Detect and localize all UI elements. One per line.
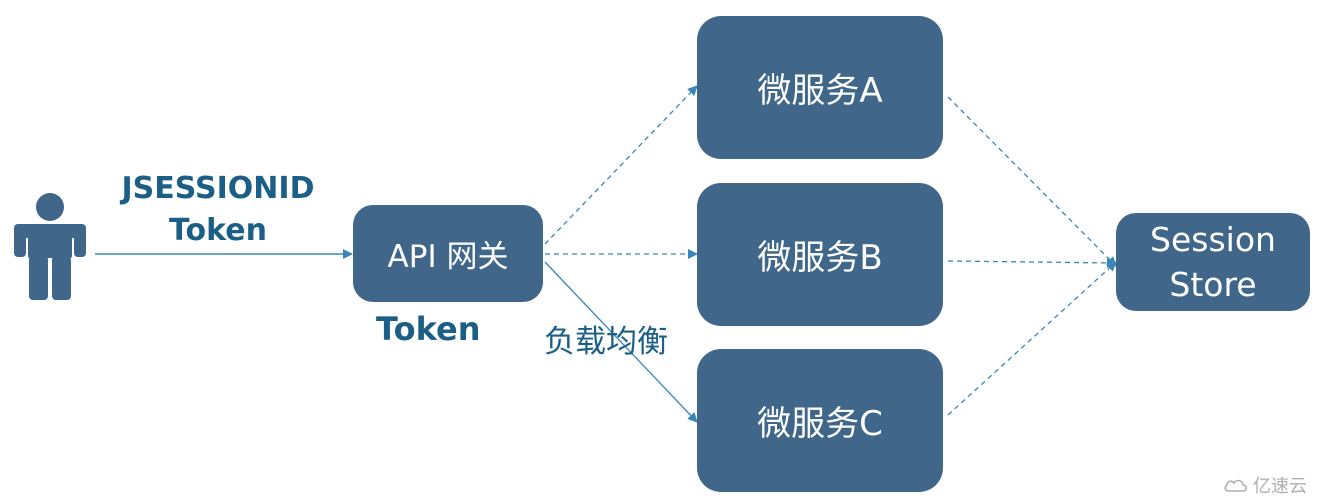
jsessionid-label: JSESSIONID xyxy=(121,171,315,206)
service-b-node: 微服务B xyxy=(697,183,943,326)
cloud-logo-icon xyxy=(1224,479,1248,492)
edge-service-a-store xyxy=(947,96,1117,267)
person-icon xyxy=(14,193,86,300)
session-store-line-2: Store xyxy=(1169,265,1257,304)
session-store-line-1: Session xyxy=(1150,220,1276,259)
service-a-node: 微服务A xyxy=(697,16,943,159)
load-balance-label: 负载均衡 xyxy=(544,324,668,360)
gateway-token-label: Token xyxy=(376,310,481,348)
user-token-label: JSESSIONID Token xyxy=(98,168,338,252)
user-token-text: Token xyxy=(169,213,267,248)
service-b-label: 微服务B xyxy=(757,238,883,278)
api-gateway-node: API 网关 xyxy=(353,205,543,302)
api-gateway-label: API 网关 xyxy=(387,239,509,275)
service-a-label: 微服务A xyxy=(757,71,883,111)
watermark: 亿速云 xyxy=(1223,472,1307,498)
service-c-node: 微服务C xyxy=(697,349,943,492)
watermark-text: 亿速云 xyxy=(1253,476,1307,497)
session-store-node: Session Store xyxy=(1116,213,1310,311)
service-c-label: 微服务C xyxy=(757,404,883,444)
edge-gateway-service-c xyxy=(544,261,698,423)
edge-gateway-service-a xyxy=(544,85,698,245)
edge-service-b-store xyxy=(947,257,1117,268)
edge-service-c-store xyxy=(947,261,1117,416)
